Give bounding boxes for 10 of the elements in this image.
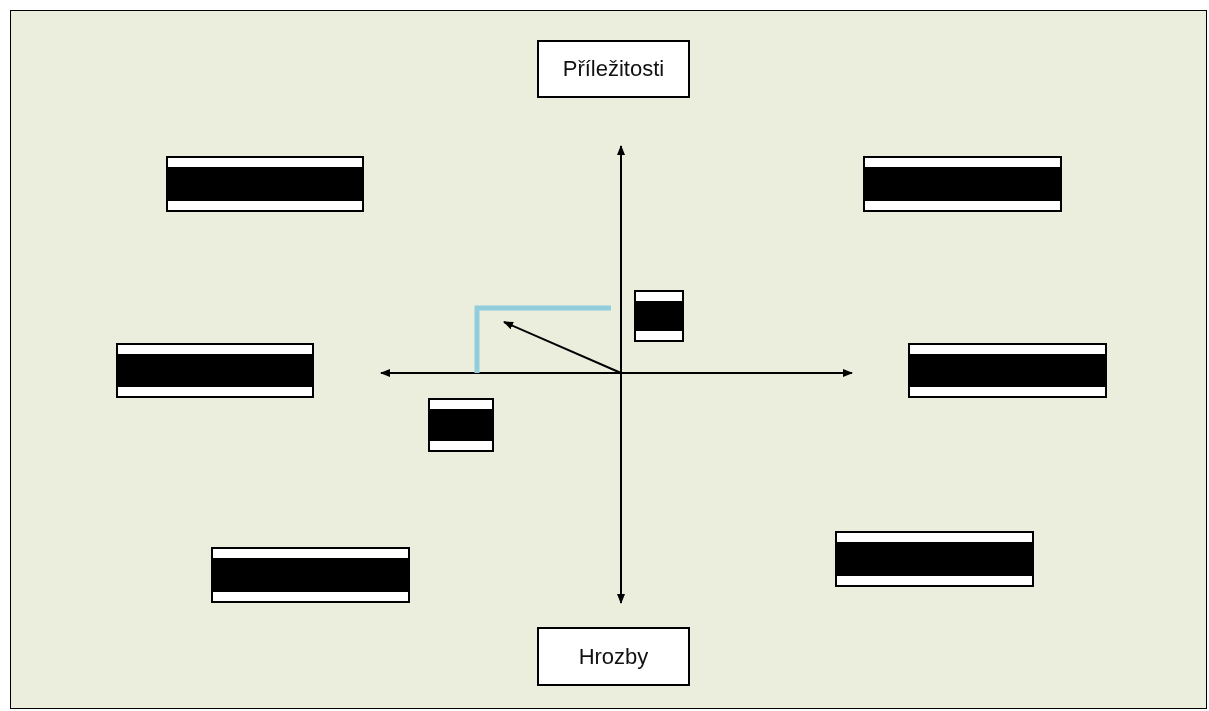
redacted-box <box>634 290 684 342</box>
redacted-box <box>908 343 1107 398</box>
redacted-box <box>211 547 410 603</box>
label-box: Příležitosti <box>537 40 690 98</box>
label-box: Hrozby <box>537 627 690 686</box>
redacted-box <box>166 156 364 212</box>
redacted-box <box>116 343 314 398</box>
redacted-box <box>428 398 494 452</box>
redacted-box <box>863 156 1062 212</box>
redacted-box <box>835 531 1034 587</box>
